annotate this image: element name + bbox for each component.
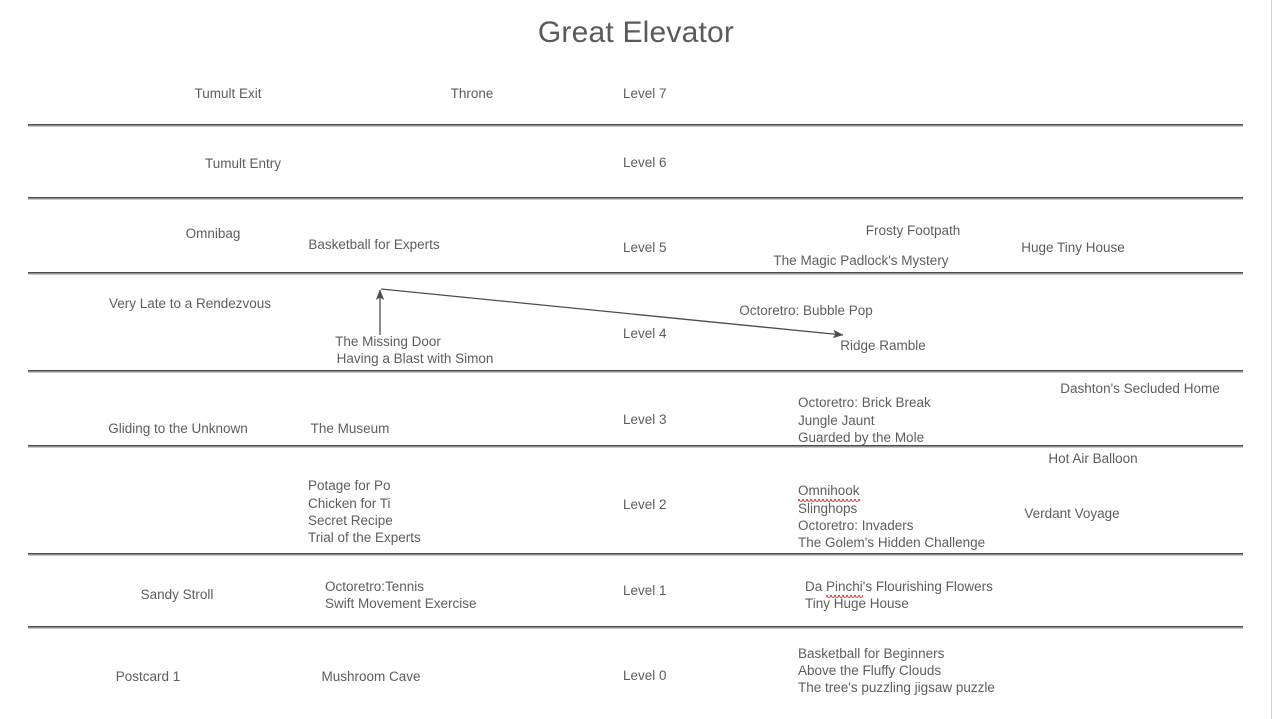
cell-the-trees-puzzling-jigsaw-puzzle: The tree's puzzling jigsaw puzzle bbox=[798, 680, 995, 695]
cell-very-late-to-a-rendezvous: Very Late to a Rendezvous bbox=[108, 296, 272, 311]
level-label-4: Level 4 bbox=[623, 326, 667, 341]
cell-chicken-for-ti: Chicken for Ti bbox=[308, 496, 391, 511]
cell-tumult-entry: Tumult Entry bbox=[204, 156, 282, 171]
cell-octoretro-tennis: Octoretro:Tennis bbox=[325, 579, 425, 594]
cell-mushroom-cave: Mushroom Cave bbox=[321, 669, 421, 684]
cell-tiny-huge-house: Tiny Huge House bbox=[805, 596, 909, 611]
cell-huge-tiny-house: Huge Tiny House bbox=[1021, 240, 1125, 255]
window-right-edge bbox=[1271, 0, 1272, 719]
level-label-3: Level 3 bbox=[623, 412, 667, 427]
cell-frosty-footpath: Frosty Footpath bbox=[865, 223, 961, 238]
cell-dashtons-secluded-home: Dashton's Secluded Home bbox=[1060, 381, 1220, 396]
cell-having-a-blast-with-simon: Having a Blast with Simon bbox=[336, 351, 494, 366]
level-divider-1-0 bbox=[28, 626, 1243, 629]
cell-basketball-for-beginners: Basketball for Beginners bbox=[798, 646, 945, 661]
level-label-6: Level 6 bbox=[623, 155, 667, 170]
cell-slinghops: Slinghops bbox=[798, 501, 858, 516]
cell-sandy-stroll: Sandy Stroll bbox=[140, 587, 214, 602]
cell-octoretro-invaders: Octoretro: Invaders bbox=[798, 518, 914, 533]
spellcheck-word-pinchi: Pinchi bbox=[826, 579, 863, 598]
cell-da-pinchis-flourishing-flowers: Da Pinchi's Flourishing Flowers bbox=[805, 578, 993, 598]
cell-gliding-to-the-unknown: Gliding to the Unknown bbox=[108, 421, 248, 436]
level-divider-5-4 bbox=[28, 272, 1243, 275]
page-title: Great Elevator bbox=[537, 16, 735, 49]
cell-basketball-for-experts: Basketball for Experts bbox=[308, 237, 440, 252]
cell-above-the-fluffy-clouds: Above the Fluffy Clouds bbox=[798, 663, 942, 678]
cell-throne: Throne bbox=[450, 86, 494, 101]
level-label-7: Level 7 bbox=[623, 86, 667, 101]
level-divider-2-1 bbox=[28, 553, 1243, 556]
cell-tumult-exit: Tumult Exit bbox=[194, 86, 262, 101]
cell-hot-air-balloon: Hot Air Balloon bbox=[1048, 451, 1138, 466]
level-divider-4-3 bbox=[28, 370, 1243, 373]
text-fragment-flourishing-flowers: 's Flourishing Flowers bbox=[862, 579, 993, 594]
cell-omnibag: Omnibag bbox=[185, 226, 241, 241]
cell-trial-of-the-experts: Trial of the Experts bbox=[308, 530, 421, 545]
level-label-0: Level 0 bbox=[623, 668, 667, 683]
cell-jungle-jaunt: Jungle Jaunt bbox=[798, 413, 875, 428]
cell-guarded-by-the-mole: Guarded by the Mole bbox=[798, 430, 925, 445]
cell-potage-for-po: Potage for Po bbox=[308, 478, 391, 493]
cell-octoretro-brick-break: Octoretro: Brick Break bbox=[798, 395, 931, 410]
cell-secret-recipe: Secret Recipe bbox=[308, 513, 393, 528]
level-divider-6-5 bbox=[28, 197, 1243, 200]
cell-the-missing-door: The Missing Door bbox=[335, 334, 441, 349]
level-label-2: Level 2 bbox=[623, 497, 667, 512]
level-label-5: Level 5 bbox=[623, 240, 667, 255]
text-fragment-da: Da bbox=[805, 579, 827, 594]
level-divider-7-6 bbox=[28, 124, 1243, 127]
cell-omnihook: Omnihook bbox=[798, 482, 860, 502]
level-label-1: Level 1 bbox=[623, 583, 667, 598]
cell-verdant-voyage: Verdant Voyage bbox=[1024, 506, 1120, 521]
cell-the-museum: The Museum bbox=[310, 421, 390, 436]
cell-golems-hidden-challenge: The Golem's Hidden Challenge bbox=[798, 535, 986, 550]
level-divider-3-2 bbox=[28, 445, 1243, 448]
cell-ridge-ramble: Ridge Ramble bbox=[840, 338, 926, 353]
cell-octoretro-bubble-pop: Octoretro: Bubble Pop bbox=[739, 303, 873, 318]
cell-postcard-1: Postcard 1 bbox=[115, 669, 181, 684]
spellcheck-word-omnihook: Omnihook bbox=[798, 483, 860, 502]
cell-magic-padlocks-mystery: The Magic Padlock's Mystery bbox=[773, 253, 949, 268]
cell-swift-movement-exercise: Swift Movement Exercise bbox=[325, 596, 477, 611]
